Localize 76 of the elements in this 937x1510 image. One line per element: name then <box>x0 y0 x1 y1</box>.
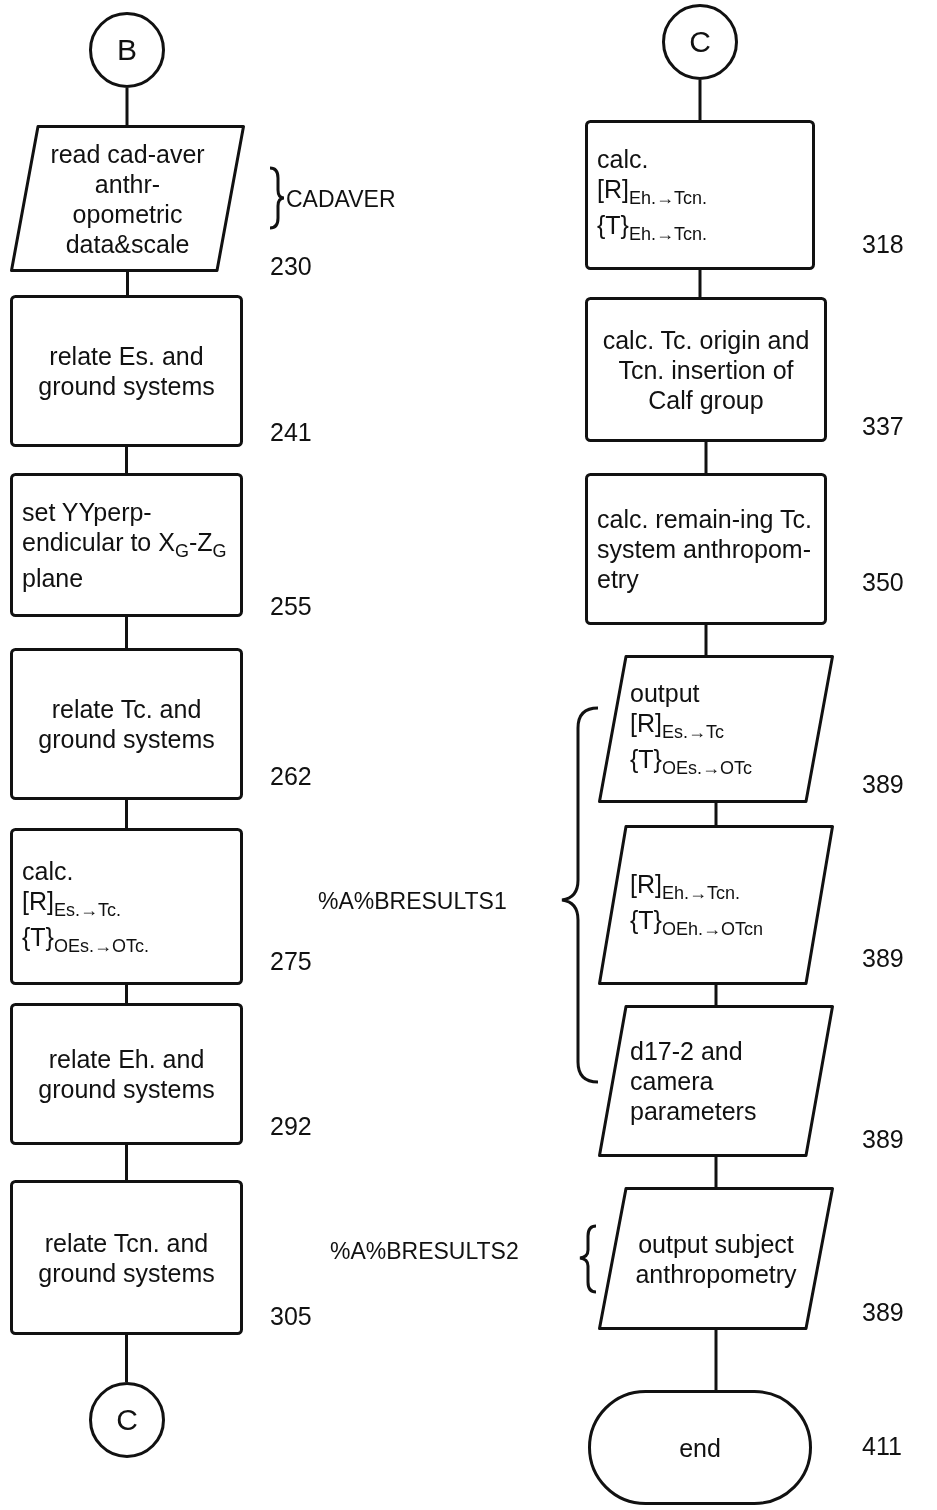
node-text: end <box>678 1432 722 1463</box>
node-text: [R]$_{Eh.→Tcn.}$ <box>630 869 741 905</box>
step-number: 241 <box>270 418 312 447</box>
node-text: {T}$_{OEh.→OTcn}$ <box>630 905 764 941</box>
step-number: 350 <box>862 568 904 597</box>
flow-line <box>125 617 128 648</box>
step-number: 255 <box>270 592 312 621</box>
node-text: calc. remain-ing Tc. system anthropom-etry <box>597 504 813 594</box>
flow-line <box>125 447 128 473</box>
node-text: [R]$_{Es.→Tc.}$ <box>22 885 122 922</box>
io-parallelogram <box>10 125 245 272</box>
node-text: C <box>115 1402 139 1438</box>
io-parallelogram <box>598 1187 834 1330</box>
node-text: d17-2 and camera parameters <box>630 1036 758 1126</box>
step-number: 389 <box>862 770 904 799</box>
io-parallelogram <box>598 655 834 803</box>
node-text: output <box>630 678 701 709</box>
step-number: 389 <box>862 1298 904 1327</box>
node-text: set YYperp-endicular to X$_{G}$-Z$_{G}$ plane <box>22 497 228 593</box>
node-text: relate Tcn. and ground systems <box>37 1227 216 1288</box>
step-number: 292 <box>270 1112 312 1141</box>
node-text: relate Es. and ground systems <box>37 341 216 401</box>
flow-line <box>125 1335 128 1382</box>
process-box <box>10 295 243 447</box>
flow-line <box>714 1157 718 1187</box>
flow-line <box>704 442 708 473</box>
process-box <box>10 1180 243 1335</box>
node-text: calc. Tc. origin and Tcn. insertion of Calf group <box>601 324 811 415</box>
flow-line <box>704 625 708 655</box>
flow-line <box>125 800 128 828</box>
process-box <box>10 828 243 985</box>
node-text: [R]$_{Es.→Tc}$ <box>630 708 725 744</box>
node-text: relate Tc. and ground systems <box>37 694 216 754</box>
node-text: B <box>116 32 138 68</box>
io-parallelogram <box>598 825 834 985</box>
io-parallelogram <box>598 1005 834 1157</box>
step-number: 337 <box>862 412 904 441</box>
process-box <box>10 473 243 617</box>
step-number: 275 <box>270 947 312 976</box>
node-text: {T}$_{OEs.→OTc.}$ <box>22 921 150 958</box>
flow-line <box>126 272 129 295</box>
flow-line <box>698 270 702 297</box>
flow-line <box>714 1330 718 1390</box>
node-text: calc. <box>22 855 75 886</box>
step-number: 389 <box>862 944 904 973</box>
flow-line <box>714 985 718 1005</box>
node-text: {T}$_{OEs.→OTc}$ <box>630 744 753 780</box>
step-number: 389 <box>862 1125 904 1154</box>
connector-circle <box>89 12 165 88</box>
step-number: 305 <box>270 1302 312 1331</box>
node-text: {T}$_{Eh.→Tcn.}$ <box>597 210 708 246</box>
process-box <box>10 1003 243 1145</box>
file-label: CADAVER <box>286 186 396 213</box>
step-number: 230 <box>270 252 312 281</box>
flow-line <box>125 985 128 1003</box>
process-box <box>585 120 815 270</box>
connector-circle <box>89 1382 165 1458</box>
step-number: 411 <box>862 1432 902 1461</box>
file-label: %A%BRESULTS1 <box>318 888 507 915</box>
node-text: output subject anthropometry <box>634 1228 798 1289</box>
flow-line <box>125 1145 128 1180</box>
node-text: C <box>688 24 712 60</box>
flow-line <box>714 803 718 825</box>
process-box <box>585 297 827 442</box>
process-box <box>10 648 243 800</box>
node-text: relate Eh. and ground systems <box>37 1044 216 1104</box>
node-text: read cad-aver anthr-opometric data&scale <box>49 138 206 259</box>
file-label: %A%BRESULTS2 <box>330 1238 519 1265</box>
step-number: 262 <box>270 762 312 791</box>
connector-circle <box>662 4 738 80</box>
node-text: [R]$_{Eh.→Tcn.}$ <box>597 174 708 210</box>
flow-line <box>698 80 702 120</box>
step-number: 318 <box>862 230 904 259</box>
flow-line <box>125 88 129 125</box>
node-text: calc. <box>597 144 650 175</box>
process-box <box>585 473 827 625</box>
